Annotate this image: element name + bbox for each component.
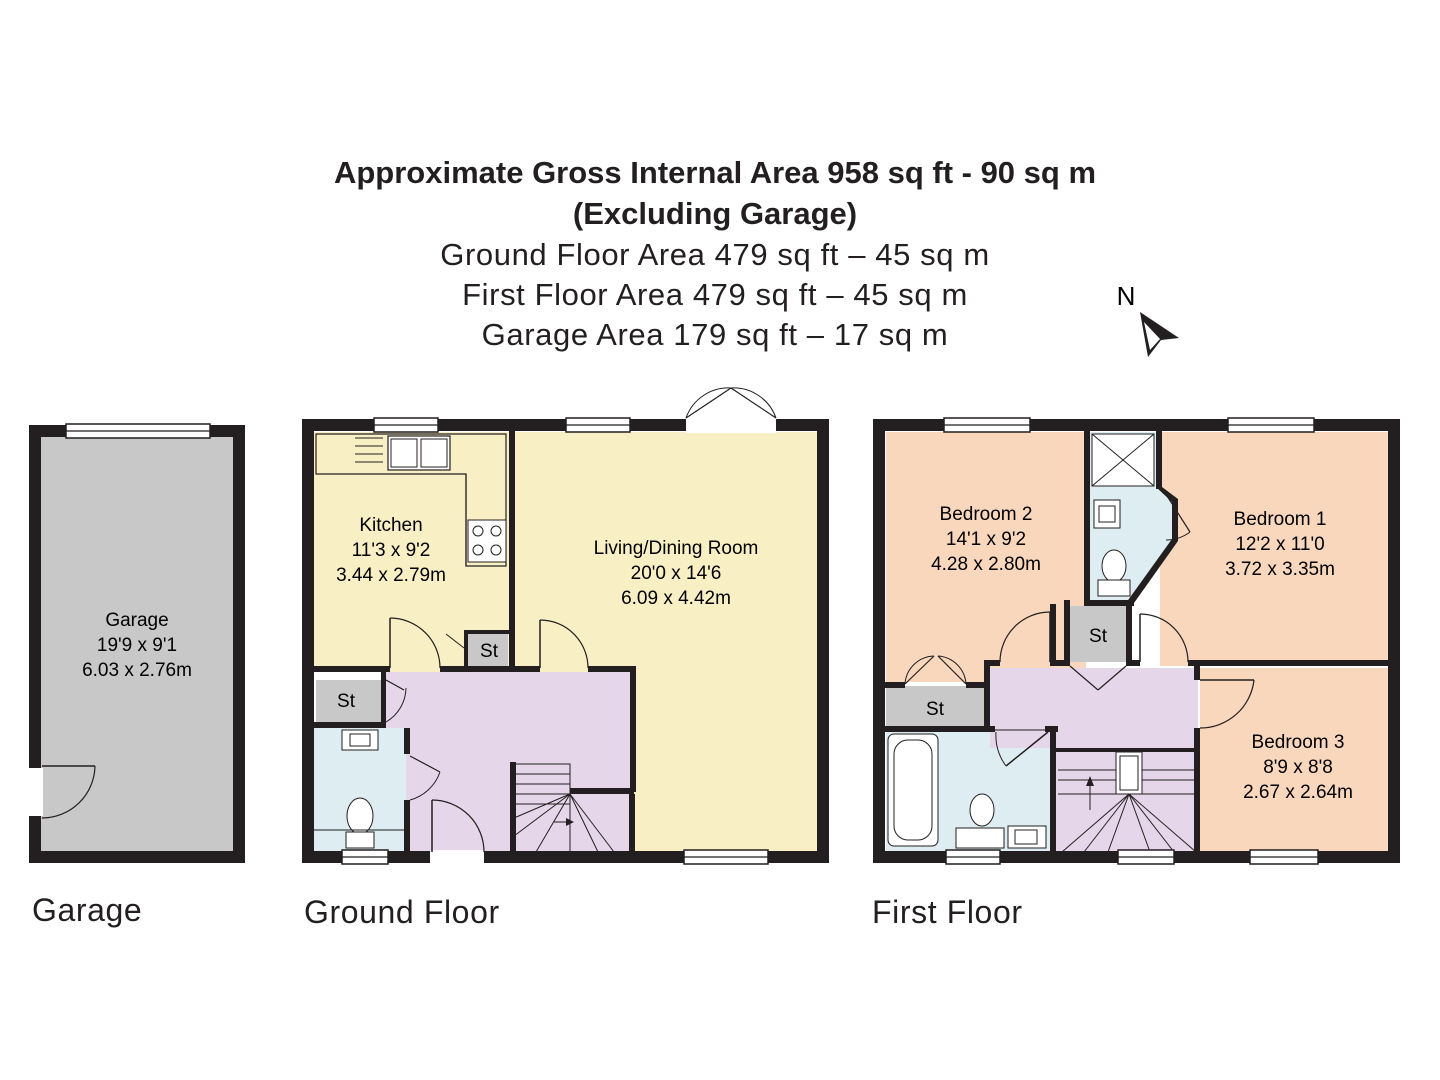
bedroom1-metric: 3.72 x 3.35m xyxy=(1225,559,1335,580)
bedroom1-floor xyxy=(1160,432,1388,666)
ground-store-label-2: St xyxy=(337,691,356,712)
living-name: Living/Dining Room xyxy=(594,538,759,559)
bedroom3-imperial: 8'9 x 8'8 xyxy=(1263,757,1333,778)
excluding-garage-note: (Excluding Garage) xyxy=(572,196,858,231)
ground-floor-area: Ground Floor Area 479 sq ft – 45 sq m xyxy=(440,237,990,272)
bedroom1-name: Bedroom 1 xyxy=(1234,509,1327,530)
first-landing-floor xyxy=(990,668,1198,852)
bedroom2-metric: 4.28 x 2.80m xyxy=(931,554,1041,575)
floor-label-first: First Floor xyxy=(872,894,1023,930)
bedroom3-floor xyxy=(1200,668,1388,852)
bedroom2-name: Bedroom 2 xyxy=(940,504,1033,525)
garage-imperial: 19'9 x 9'1 xyxy=(97,635,177,656)
bedroom1-imperial: 12'2 x 11'0 xyxy=(1235,534,1324,555)
first-store-2 xyxy=(1070,606,1126,662)
floor-label-garage: Garage xyxy=(32,892,143,928)
ground-floor-plan: Kitchen 11'3 x 9'2 3.44 x 2.79m Living/D… xyxy=(302,387,829,865)
garage-metric: 6.03 x 2.76m xyxy=(82,660,192,681)
ground-stairs-area xyxy=(514,764,630,852)
compass-label: N xyxy=(1117,281,1136,311)
garage-floor xyxy=(38,434,236,854)
ground-store-label-1: St xyxy=(480,641,499,662)
garage-plan: Garage 19'9 x 9'1 6.03 x 2.76m xyxy=(27,423,245,863)
kitchen-imperial: 11'3 x 9'2 xyxy=(352,540,431,561)
kitchen-metric: 3.44 x 2.79m xyxy=(336,565,446,586)
kitchen-name: Kitchen xyxy=(359,515,422,536)
bedroom2-imperial: 14'1 x 9'2 xyxy=(946,529,1026,550)
bedroom3-name: Bedroom 3 xyxy=(1252,732,1345,753)
living-imperial: 20'0 x 14'6 xyxy=(631,563,722,584)
first-store-label-2: St xyxy=(926,699,945,720)
garage-name: Garage xyxy=(105,610,168,631)
first-floor-plan: Bedroom 2 14'1 x 9'2 4.28 x 2.80m Bedroo… xyxy=(873,417,1400,865)
first-store-1 xyxy=(886,686,984,728)
north-arrow-icon: N xyxy=(1117,281,1179,357)
bedroom3-metric: 2.67 x 2.64m xyxy=(1243,782,1353,803)
first-store-label-1: St xyxy=(1089,626,1108,647)
first-floor-area: First Floor Area 479 sq ft – 45 sq m xyxy=(462,277,968,312)
living-metric: 6.09 x 4.42m xyxy=(621,588,731,609)
ground-store-1 xyxy=(316,680,382,722)
ground-store-2 xyxy=(466,634,508,666)
floor-label-ground: Ground Floor xyxy=(304,894,500,930)
gross-area-title: Approximate Gross Internal Area 958 sq f… xyxy=(333,155,1097,190)
garage-area: Garage Area 179 sq ft – 17 sq m xyxy=(481,317,949,352)
